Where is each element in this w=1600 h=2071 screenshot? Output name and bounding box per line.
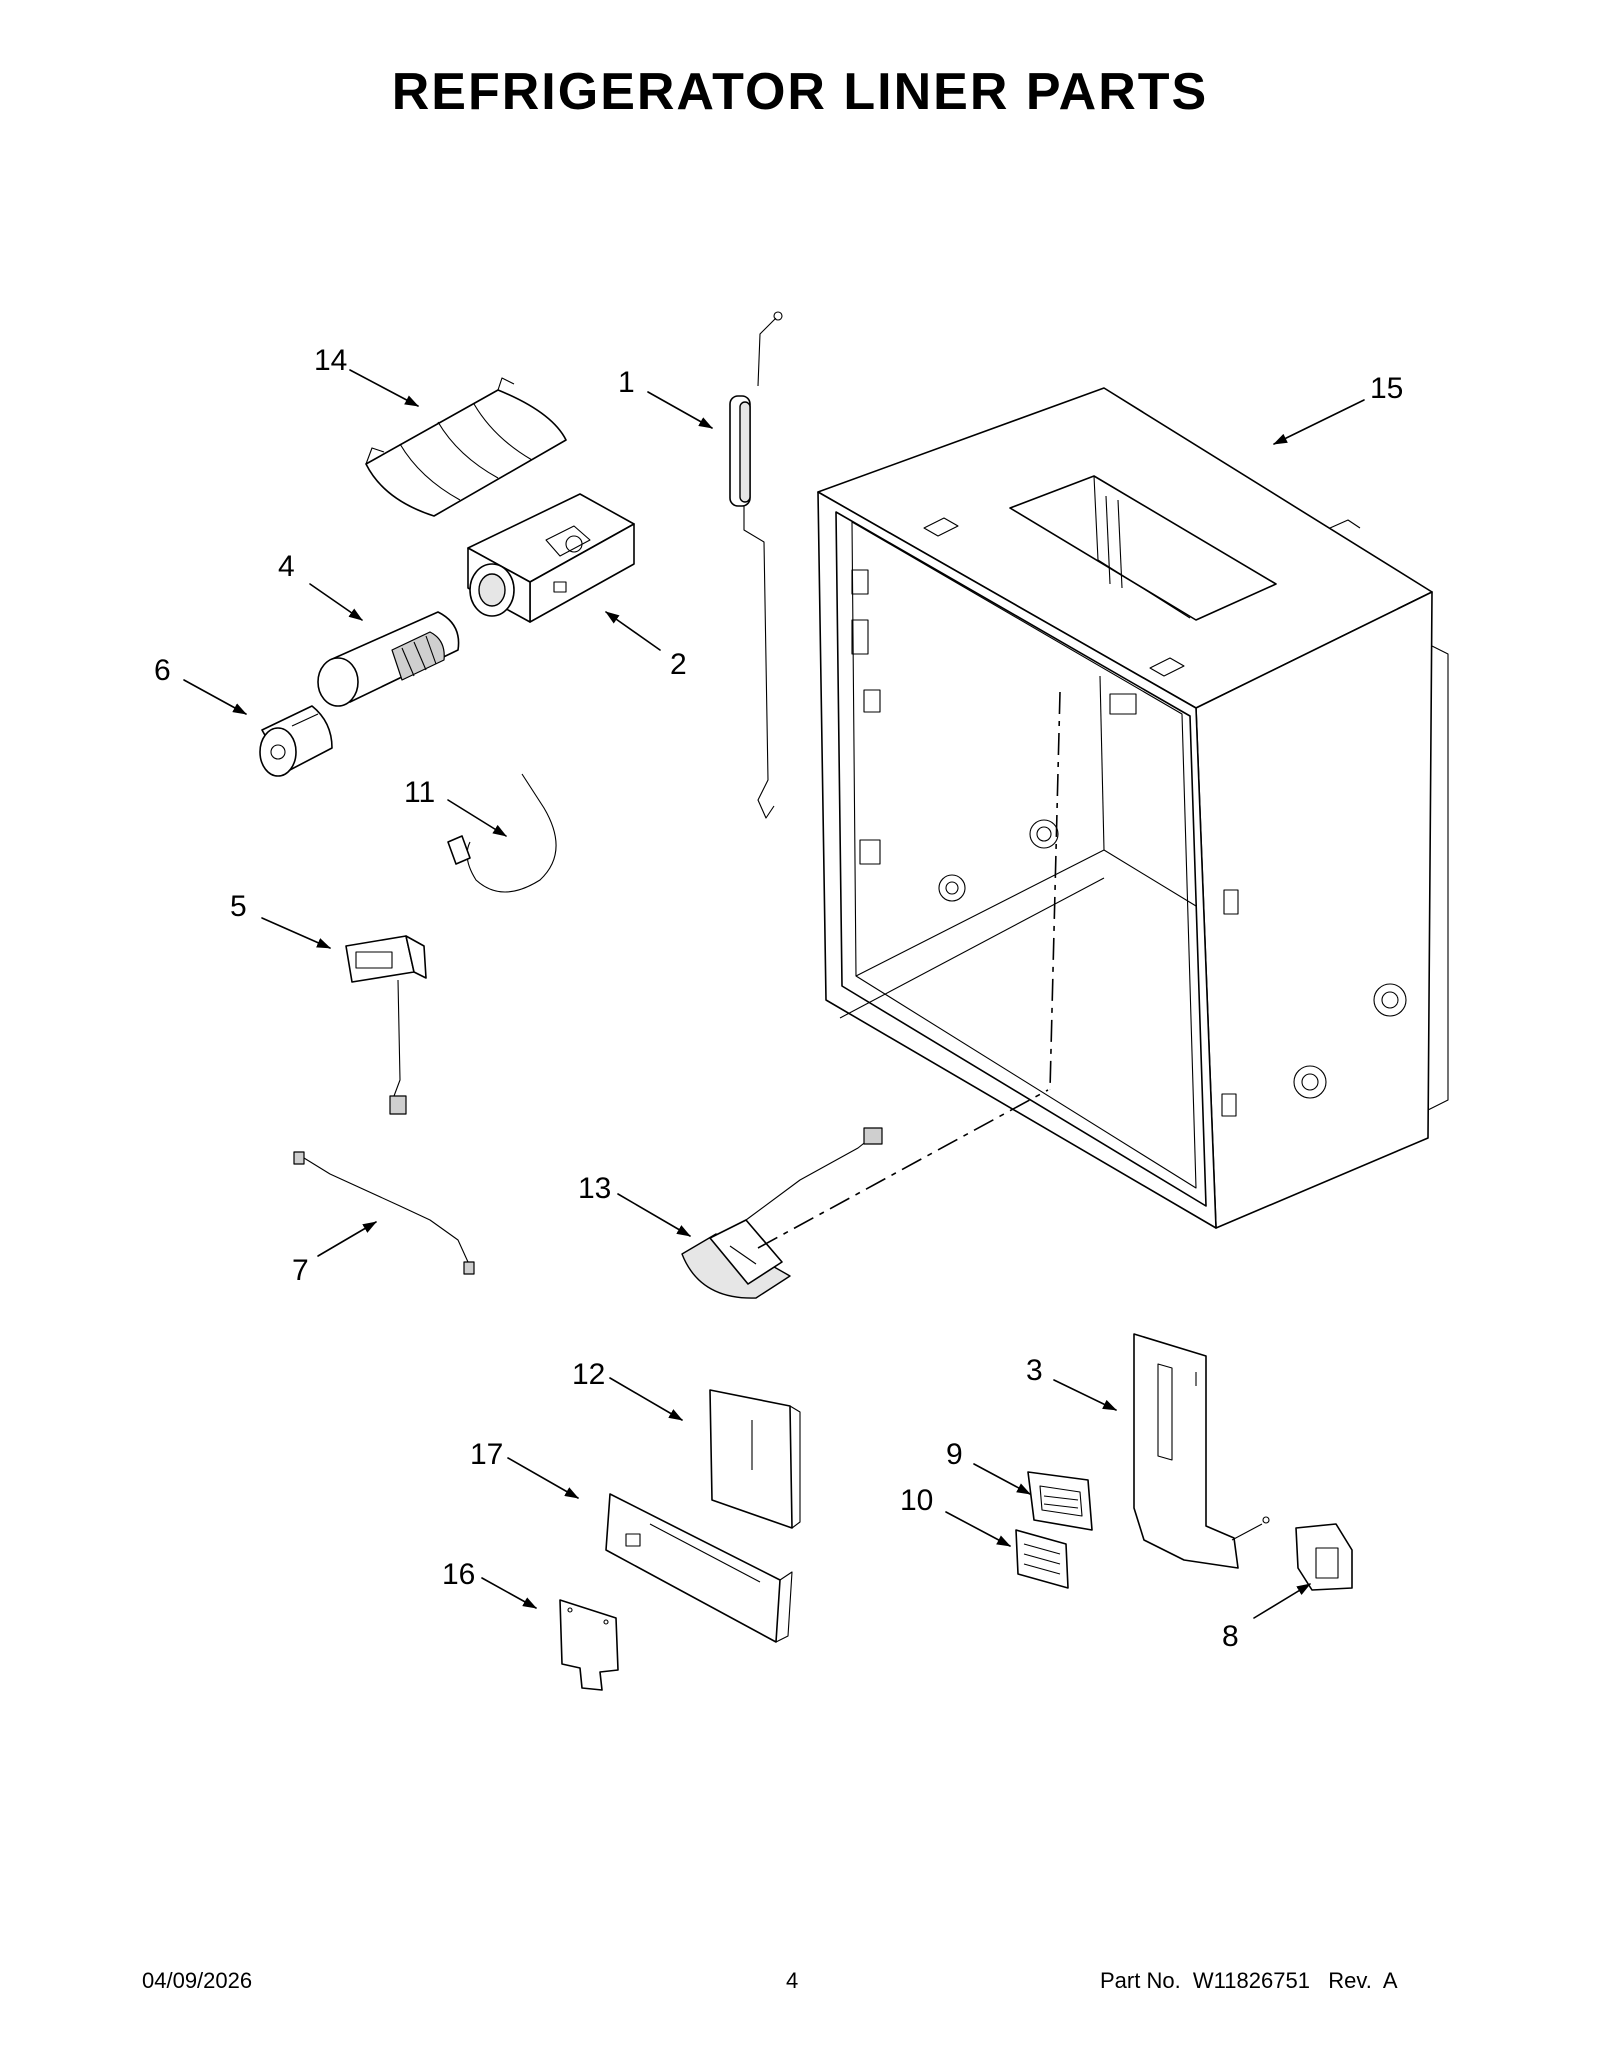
part-10-vent[interactable] [1015, 1529, 1069, 1589]
part-8-clip[interactable] [1295, 1523, 1353, 1591]
callout-10: 10 [900, 1484, 933, 1517]
callout-12: 12 [572, 1358, 605, 1391]
footer-page-number: 4 [786, 1968, 799, 1993]
callout-13: 13 [578, 1172, 611, 1205]
part-3-duct[interactable] [1133, 1333, 1270, 1569]
callout-17: 17 [470, 1438, 503, 1471]
callout-14: 14 [314, 344, 347, 377]
callout-7: 7 [292, 1254, 309, 1287]
callout-labels: 14 1 15 4 2 6 11 5 7 13 12 17 16 3 9 10 … [154, 344, 1403, 1653]
callout-8: 8 [1222, 1620, 1239, 1653]
part-9-filter[interactable] [1027, 1471, 1093, 1531]
callout-9: 9 [946, 1438, 963, 1471]
part-7-wire-harness[interactable] [293, 1151, 475, 1275]
part-14-cover[interactable] [365, 377, 567, 517]
callout-4: 4 [278, 550, 295, 583]
callout-3: 3 [1026, 1354, 1043, 1387]
part-2-housing[interactable] [467, 493, 635, 623]
callout-1: 1 [618, 366, 635, 399]
footer-date: 04/09/2026 [142, 1968, 253, 1993]
part-1-sensor-tube[interactable] [729, 311, 783, 819]
part-17-bracket[interactable] [605, 1493, 793, 1643]
part-12-panel[interactable] [709, 1389, 801, 1529]
part-13-control-box[interactable] [681, 1089, 1049, 1299]
callout-5: 5 [230, 890, 247, 923]
part-15-liner[interactable] [817, 387, 1449, 1229]
page-title: REFRIGERATOR LINER PARTS [391, 63, 1209, 121]
callout-6: 6 [154, 654, 171, 687]
callout-15: 15 [1370, 372, 1403, 405]
part-4-cartridge[interactable] [317, 611, 460, 707]
part-6-cap[interactable] [259, 705, 333, 777]
footer-part-number: Part No. W11826751 Rev. A [1100, 1968, 1398, 1993]
callout-11: 11 [404, 776, 435, 809]
callout-2: 2 [670, 648, 687, 681]
part-11-thermistor[interactable] [447, 773, 557, 893]
callout-16: 16 [442, 1558, 475, 1591]
part-5-control-assembly[interactable] [345, 935, 427, 1115]
part-16-plate[interactable] [559, 1599, 619, 1691]
leader-lines [183, 369, 1365, 1619]
